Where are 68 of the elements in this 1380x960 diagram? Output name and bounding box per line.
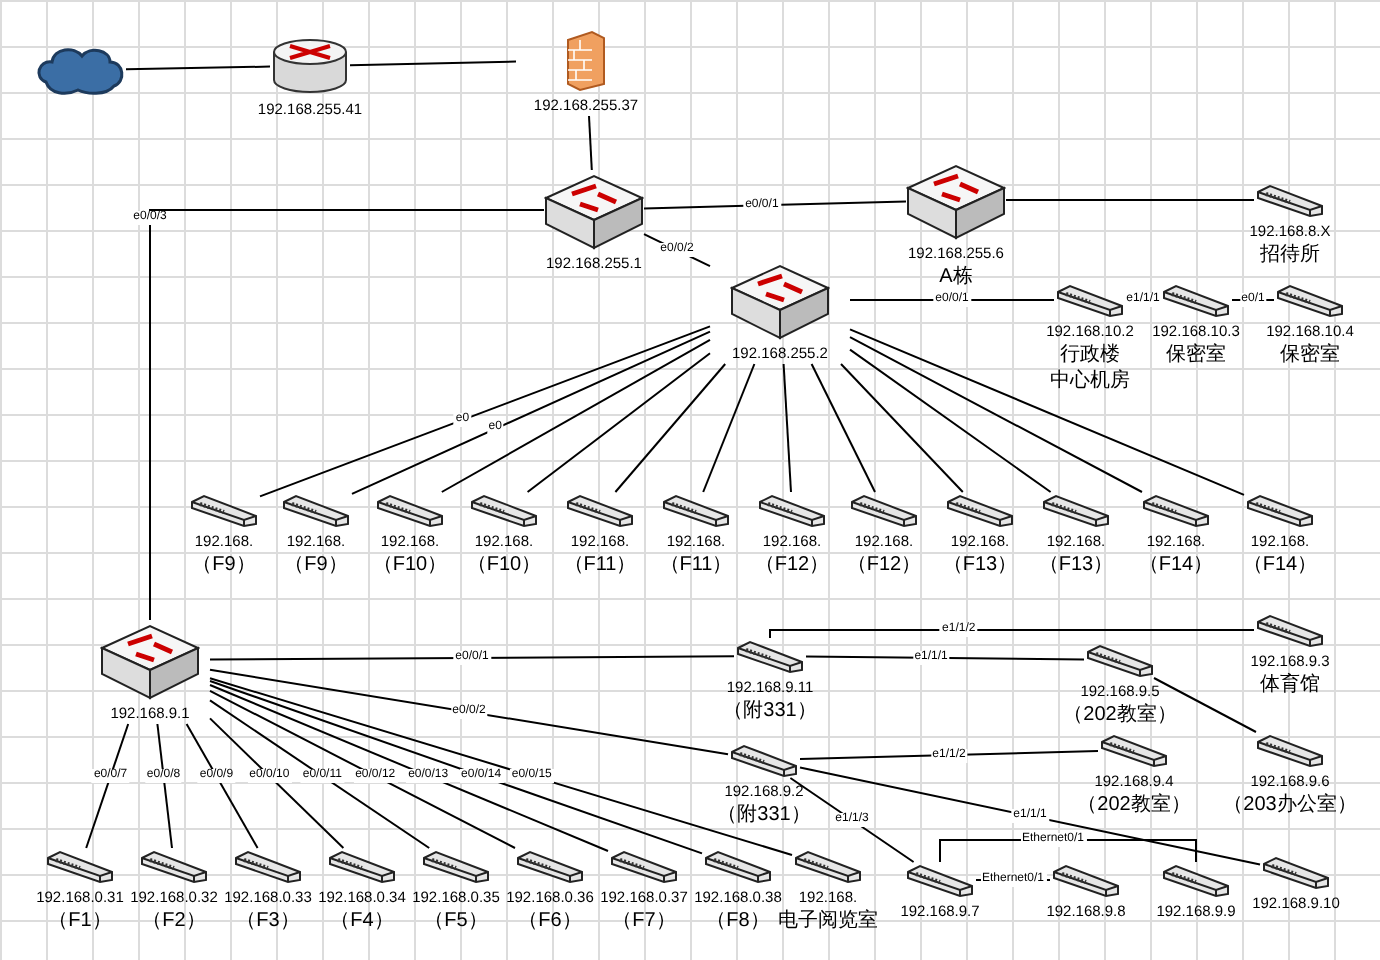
- connector-line: [526, 352, 711, 493]
- connector-line: [156, 723, 173, 849]
- connector-line: [799, 750, 1099, 760]
- location-label: 招待所: [1260, 242, 1320, 268]
- connector-line: [789, 777, 915, 863]
- connector-line: [614, 363, 727, 493]
- connector-line: [810, 363, 876, 493]
- location-label: （F7）: [612, 908, 676, 934]
- connector-line: [209, 699, 431, 849]
- connector-line: [125, 65, 271, 71]
- location-label: （F3）: [236, 908, 300, 934]
- connector-line: [840, 363, 964, 493]
- connector-line: [805, 655, 1085, 661]
- connector-line: [209, 684, 609, 852]
- location-label: 保密室: [1280, 342, 1340, 368]
- location-label: A栋: [939, 264, 973, 290]
- connector-line: [440, 338, 711, 493]
- connector-line: [209, 668, 729, 756]
- location-label: （F14）: [1242, 552, 1318, 578]
- location-label: （F10）: [372, 552, 448, 578]
- location-label: （F12）: [754, 552, 830, 578]
- location-label: 体育馆: [1260, 672, 1320, 698]
- location-label: （F11）: [659, 552, 733, 578]
- connector-line: [209, 655, 735, 661]
- connector-line: [643, 200, 907, 210]
- connector-line: [259, 325, 711, 498]
- location-label: （F1）: [48, 908, 112, 934]
- location-label: （F10）: [466, 552, 542, 578]
- location-label: 行政楼: [1060, 342, 1120, 368]
- connector-line: [782, 363, 792, 493]
- connector-line: [209, 677, 793, 856]
- connector-line: [1153, 677, 1257, 733]
- connector-line: [799, 766, 1261, 866]
- location-label: （F13）: [1038, 552, 1114, 578]
- location-label: （F14）: [1138, 552, 1214, 578]
- connector-line: [849, 348, 1052, 493]
- connector-line: [149, 209, 545, 621]
- connector-line: [349, 60, 517, 67]
- location-label: （F5）: [424, 908, 488, 934]
- location-label: （F4）: [330, 908, 394, 934]
- location-label: （附331）: [717, 802, 811, 828]
- location-label: （F6）: [518, 908, 582, 934]
- connector-line: [769, 629, 1255, 639]
- connector-line: [209, 689, 516, 849]
- location-label: 电子阅览室: [778, 908, 878, 934]
- location-label: （202教室）: [1077, 792, 1191, 818]
- location-label: （F13）: [942, 552, 1018, 578]
- location-label: （203办公室）: [1223, 792, 1357, 818]
- location-label: （F9）: [284, 552, 348, 578]
- connector-line: [849, 328, 1245, 496]
- connector-line: [209, 680, 703, 855]
- location-label: （202教室）: [1063, 702, 1177, 728]
- connector-line: [209, 717, 345, 849]
- location-label: （F8）: [706, 908, 770, 934]
- location-label: （F11）: [563, 552, 637, 578]
- location-label: （F12）: [846, 552, 922, 578]
- location-label: 中心机房: [1050, 368, 1130, 394]
- connector-line: [588, 115, 593, 171]
- connector-line: [849, 336, 1143, 493]
- connector-line: [85, 723, 130, 849]
- connector-line: [1005, 199, 1255, 201]
- connector-line: [351, 330, 711, 495]
- location-label: （附331）: [723, 698, 817, 724]
- connector-line: [702, 363, 756, 493]
- location-label: （F2）: [142, 908, 206, 934]
- location-label: 保密室: [1166, 342, 1226, 368]
- location-label: （F9）: [192, 552, 256, 578]
- connector-line: [185, 723, 259, 849]
